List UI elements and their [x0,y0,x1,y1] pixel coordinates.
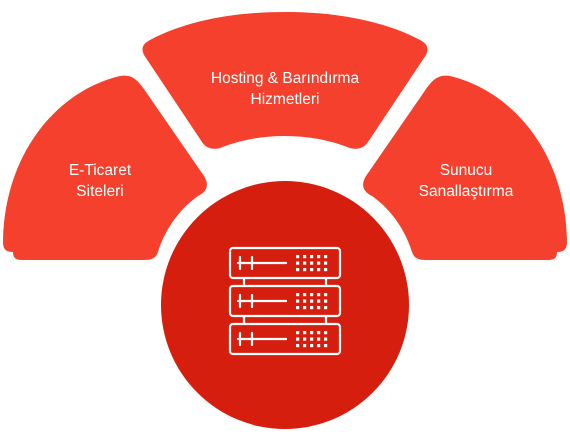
vent-dot [310,306,314,310]
vent-dot [303,255,307,259]
vent-dot [310,255,314,259]
label-sunucu: Sunucu Sanallaştırma [376,160,556,202]
vent-dot [324,331,328,335]
vent-dot [296,261,300,265]
vent-dot [296,344,300,348]
vent-dot [296,255,300,259]
vent-dot [310,293,314,297]
server-vent-dots [296,255,328,348]
vent-dot [324,255,328,259]
vent-dot [303,331,307,335]
label-e-ticaret-line1: E-Ticaret [68,162,132,179]
vent-dot [303,293,307,297]
vent-dot [310,344,314,348]
vent-dot [317,299,321,303]
vent-dot [310,337,314,341]
vent-dot [317,293,321,297]
vent-dot [324,261,328,265]
vent-dot [324,299,328,303]
vent-dot [317,268,321,272]
label-hosting: Hosting & Barındırma Hizmetleri [195,68,375,110]
vent-dot [303,261,307,265]
segment-e-ticaret [3,75,207,260]
segment-hosting [142,12,428,149]
vent-dot [296,331,300,335]
label-hosting-line1: Hosting & Barındırma [210,70,360,87]
vent-dot [317,261,321,265]
vent-dot [317,306,321,310]
label-hosting-line2: Hizmetleri [250,91,320,108]
vent-dot [303,306,307,310]
vent-dot [324,344,328,348]
vent-dot [303,268,307,272]
vent-dot [296,299,300,303]
vent-dot [303,344,307,348]
label-e-ticaret: E-Ticaret Siteleri [10,160,190,202]
vent-dot [317,337,321,341]
vent-dot [324,306,328,310]
server-rack-icon [228,246,342,356]
vent-dot [296,306,300,310]
segment-sunucu [363,75,567,260]
label-sunucu-line1: Sunucu [439,162,493,179]
vent-dot [310,331,314,335]
vent-dot [310,299,314,303]
vent-dot [324,293,328,297]
vent-dot [303,299,307,303]
vent-dot [324,268,328,272]
vent-dot [317,344,321,348]
label-sunucu-line2: Sanallaştırma [418,183,514,200]
label-e-ticaret-line2: Siteleri [76,183,124,200]
vent-dot [296,293,300,297]
center-circle [161,181,409,429]
vent-dot [296,268,300,272]
vent-dot [324,337,328,341]
vent-dot [317,331,321,335]
vent-dot [310,268,314,272]
vent-dot [303,337,307,341]
vent-dot [296,337,300,341]
vent-dot [317,255,321,259]
vent-dot [310,261,314,265]
